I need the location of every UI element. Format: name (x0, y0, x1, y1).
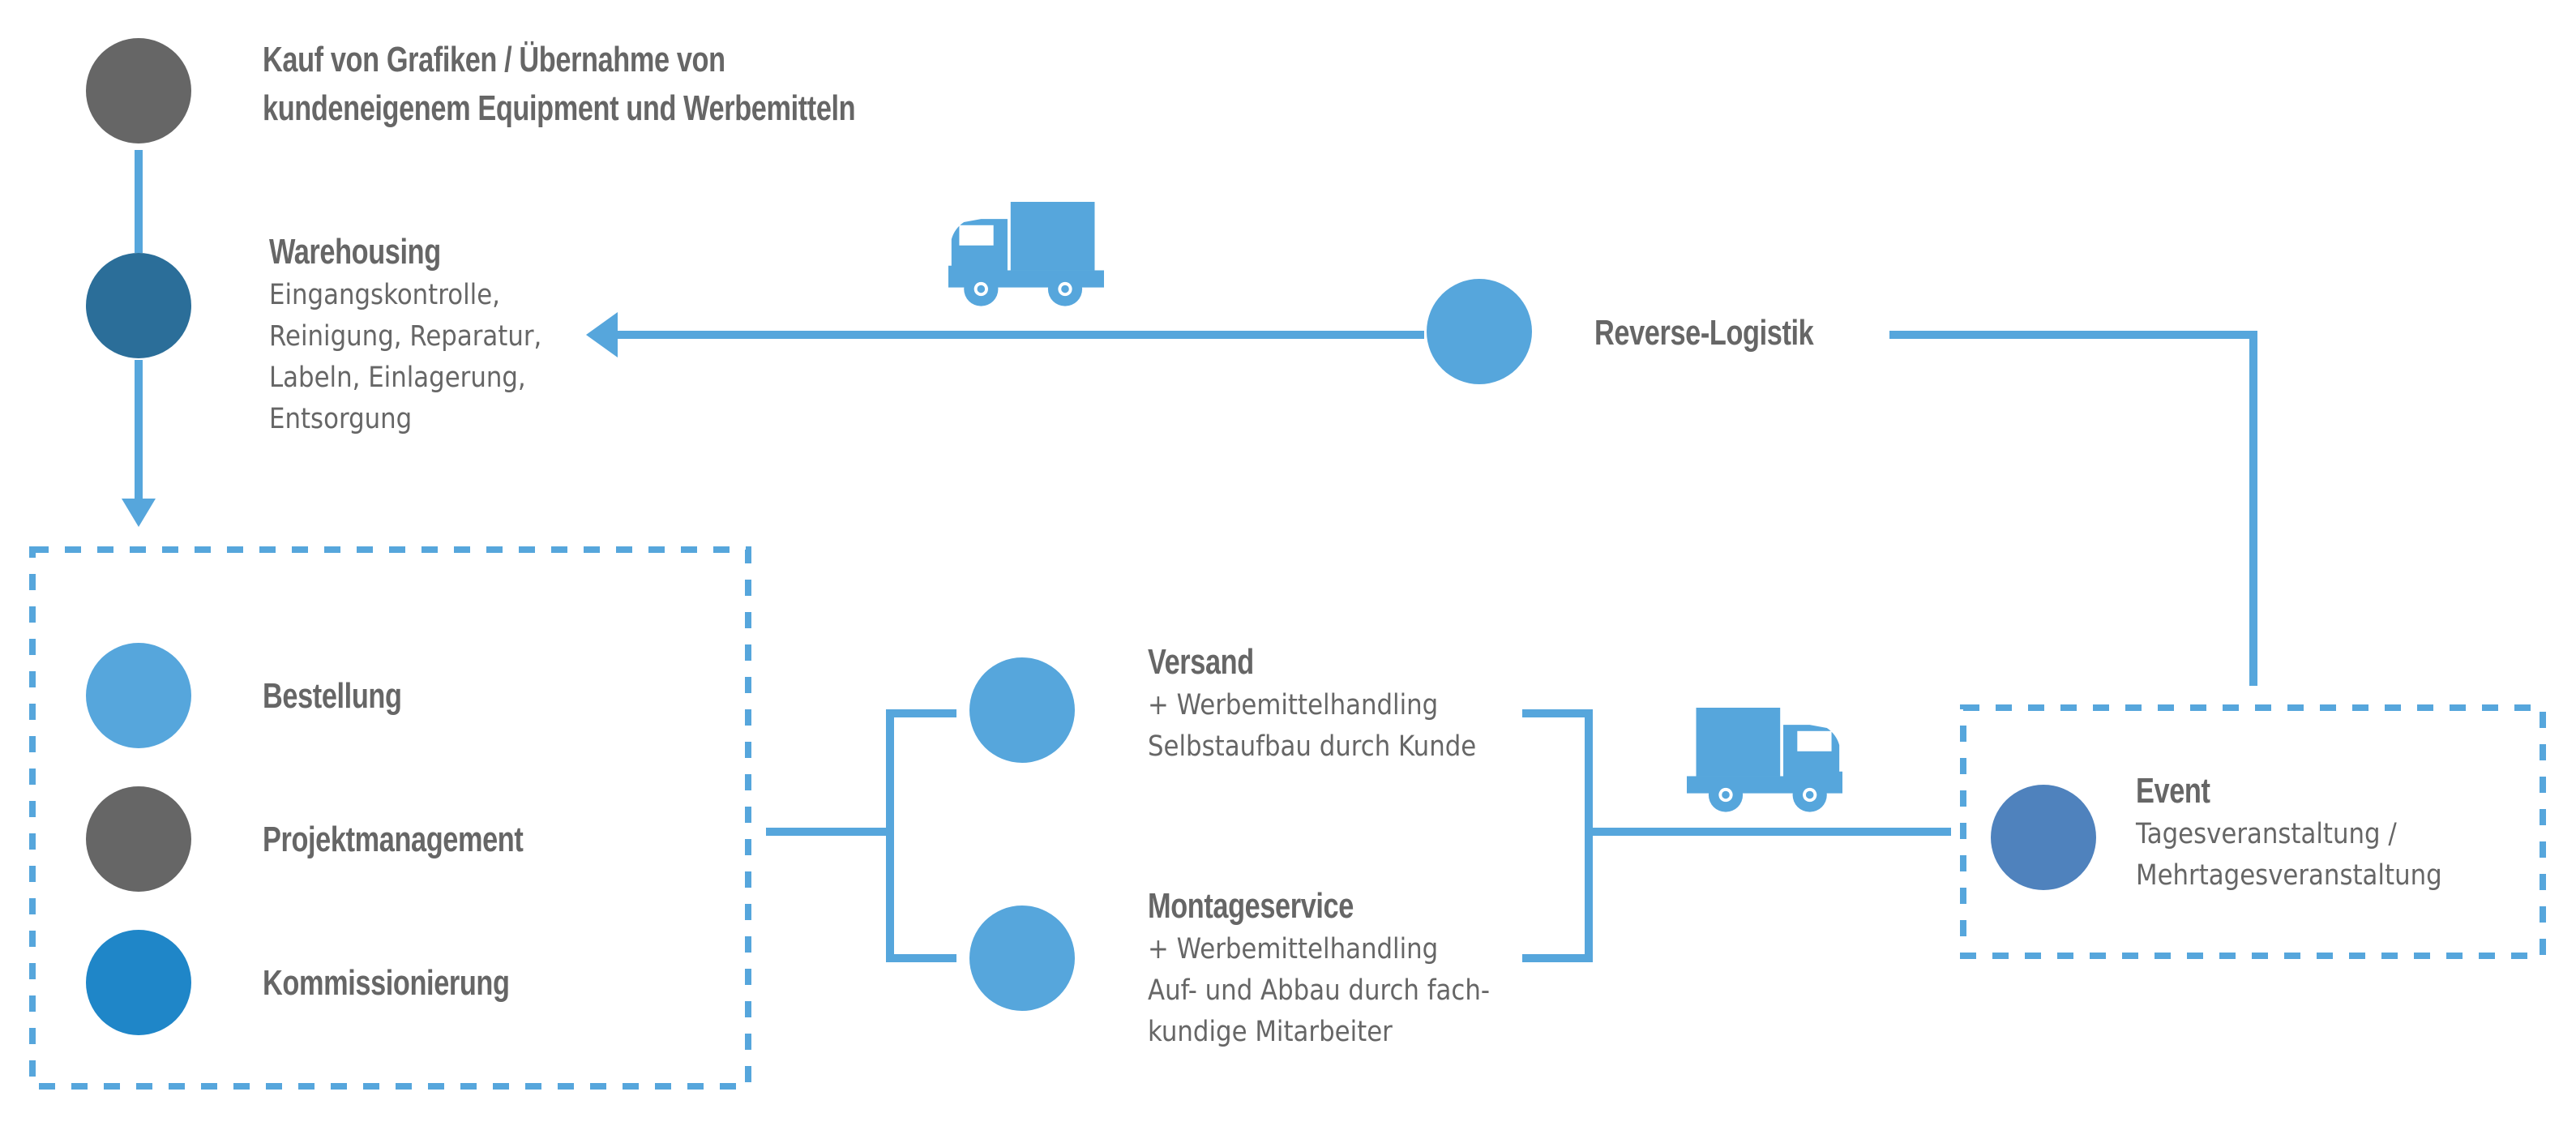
montageservice-desc-line-1: + Werbemittelhandling (1148, 933, 1439, 965)
node-montageservice (969, 906, 1075, 1011)
warehousing-desc-line-3: Labeln, Einlagerung, (269, 362, 526, 394)
projektmanagement-title: Projektmanagement (263, 820, 524, 859)
delivery-truck-icon (948, 202, 1104, 306)
node-kommissionierung (86, 930, 191, 1035)
arrowhead-down-icon (122, 499, 156, 527)
warehousing-desc-line-4: Entsorgung (269, 403, 413, 435)
montageservice-title: Montageservice (1148, 886, 1354, 926)
node-versand (969, 657, 1075, 763)
versand-title: Versand (1148, 642, 1254, 682)
warehousing-label: Warehousing Eingangskontrolle, Reinigung… (269, 229, 579, 440)
kauf-title-line-1: Kauf von Grafiken / Übernahme von (263, 40, 725, 79)
warehousing-title: Warehousing (269, 232, 441, 272)
event-desc-line-2: Mehrtagesveranstaltung (2136, 859, 2442, 892)
node-event (1991, 785, 2096, 890)
montageservice-desc-line-3: kundige Mitarbeiter (1148, 1016, 1393, 1048)
bestellung-title: Bestellung (263, 676, 402, 716)
order-group-box (29, 546, 751, 1090)
event-group-box (1960, 704, 2546, 959)
node-projektmanagement (86, 786, 191, 892)
node-warehousing (86, 253, 191, 358)
connectors (135, 150, 2257, 962)
arrowhead-left-icon (586, 312, 618, 357)
node-reverse-logistik (1427, 279, 1532, 384)
versand-desc-line-2: Selbstaufbau durch Kunde (1148, 730, 1477, 763)
line-branch (886, 709, 956, 962)
event-title: Event (2136, 771, 2210, 811)
montageservice-desc-line-2: Auf- und Abbau durch fach- (1148, 974, 1490, 1007)
versand-label: Versand + Werbemittelhandling Selbstaufb… (1148, 640, 1521, 768)
warehousing-desc-line-1: Eingangskontrolle, (269, 279, 500, 311)
kauf-label: Kauf von Grafiken / Übernahme von kunden… (263, 36, 1023, 133)
montageservice-label: Montageservice + Werbemittelhandling Auf… (1148, 884, 1537, 1053)
delivery-truck-icon (1687, 708, 1842, 812)
event-label: Event Tagesveranstaltung / Mehrtagesvera… (2136, 769, 2484, 897)
kommissionierung-title: Kommissionierung (263, 963, 510, 1003)
warehousing-desc-line-2: Reinigung, Reparatur, (269, 320, 542, 353)
reverse-logistik-title: Reverse-Logistik (1594, 313, 1814, 353)
line-event-to-reverse (1889, 331, 2257, 686)
event-desc-line-1: Tagesveranstaltung / (2136, 818, 2397, 850)
node-bestellung (86, 643, 191, 748)
versand-desc-line-1: + Werbemittelhandling (1148, 689, 1439, 721)
node-kauf (86, 38, 191, 143)
kauf-title-line-2: kundeneigenem Equipment und Werbemitteln (263, 88, 856, 128)
